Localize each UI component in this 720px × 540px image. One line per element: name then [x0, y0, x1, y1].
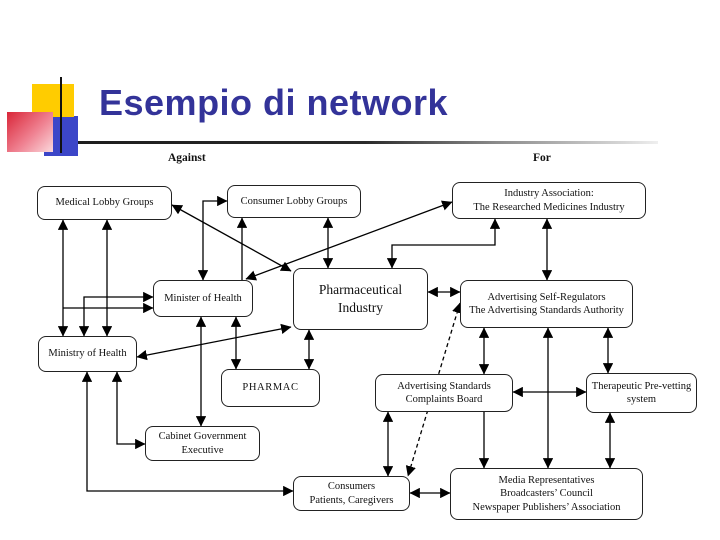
node-pharmac: PHARMAC — [221, 369, 320, 407]
node-label: Media Representatives — [498, 475, 595, 487]
node-pharmaceutical-industry: Pharmaceutical Industry — [293, 268, 428, 330]
edge-ministry-consumers — [81, 371, 294, 497]
node-label: system — [626, 394, 657, 405]
node-label: Advertising Self-Regulators — [487, 291, 606, 303]
node-label: Newspaper Publishers’ Association — [472, 501, 621, 513]
node-label: Therapeutic Pre-vetting — [591, 380, 692, 392]
title-underline — [8, 141, 658, 144]
edge-industry-pharma — [386, 218, 501, 269]
node-label: Industry Association: — [504, 188, 594, 200]
label-against: Against — [168, 152, 206, 164]
node-cabinet-government-executive: Cabinet Government Executive — [145, 426, 260, 461]
node-label: PHARMAC — [242, 382, 299, 394]
node-industry-association: Industry Association: The Researched Med… — [452, 182, 646, 219]
node-label: Ministry of Health — [48, 348, 127, 360]
edge-advsr-consumers-dashed — [405, 302, 463, 477]
node-label: Advertising Standards — [397, 380, 491, 392]
label-for: For — [533, 152, 551, 164]
node-minister-of-health: Minister of Health — [153, 280, 253, 317]
node-therapeutic-pre-vetting-system: Therapeutic Pre-vetting system — [586, 373, 697, 413]
node-advertising-standards-complaints-board: Advertising Standards Complaints Board — [375, 374, 513, 412]
edge-ministry-cabinet — [111, 371, 146, 450]
node-label: Cabinet Government — [158, 431, 247, 443]
decor-yellow-square — [32, 84, 74, 117]
node-label: Consumers — [327, 481, 376, 493]
node-label: Broadcasters’ Council — [500, 488, 593, 500]
edge-minister-industry — [245, 200, 453, 281]
edge-consumerlobby-minister — [197, 195, 228, 281]
node-label: Complaints Board — [405, 394, 483, 405]
edge-ministry-pharma — [136, 323, 292, 361]
decor-red-square — [7, 112, 53, 152]
node-label: Minister of Health — [164, 292, 242, 304]
node-consumer-lobby-groups: Consumer Lobby Groups — [227, 185, 361, 218]
node-label: The Researched Medicines Industry — [473, 201, 625, 213]
node-media-representatives: Media Representatives Broadcasters’ Coun… — [450, 468, 643, 520]
node-label: Patients, Caregivers — [309, 494, 394, 506]
node-consumers-patients-caregivers: Consumers Patients, Caregivers — [293, 476, 410, 511]
node-label: Consumer Lobby Groups — [240, 195, 348, 207]
node-label: Executive — [181, 444, 224, 456]
node-label: Industry — [338, 300, 383, 315]
edge-minister-ministry — [78, 291, 154, 337]
node-advertising-self-regulators: Advertising Self-Regulators The Advertis… — [460, 280, 633, 328]
node-label: The Advertising Standards Authority — [469, 305, 624, 316]
node-ministry-of-health: Ministry of Health — [38, 336, 137, 372]
node-label: Pharmaceutical — [318, 281, 403, 297]
node-label: Medical Lobby Groups — [55, 197, 154, 209]
page-title: Esempio di network — [99, 82, 449, 123]
decor-vertical-line — [60, 77, 62, 153]
node-medical-lobby-groups: Medical Lobby Groups — [37, 186, 172, 220]
